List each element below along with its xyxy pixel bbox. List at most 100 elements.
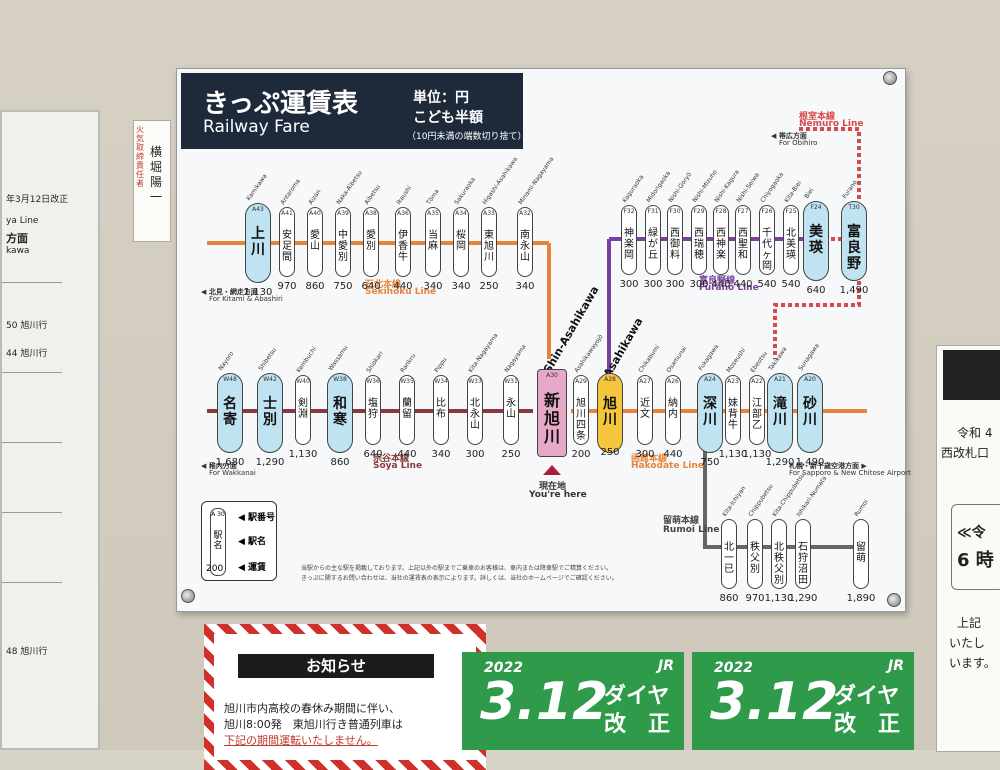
timetable-revision-poster: 2022 3.12 ダイヤ 改 正 JR [462,652,684,750]
station-code: W40 [296,378,310,385]
timetable-board: 年3月12日改正 ya Line 方面 kawa 50 旭川行 44 旭川行 4… [0,110,100,750]
wakkanai-direction-en: For Wakkanai [209,469,256,477]
station-fare: 340 [451,281,471,292]
station-name: 比布 [436,398,446,420]
station-fare: 970 [277,281,297,292]
station-sekihoku_stations: A34 桜岡 [453,207,469,277]
station-code: F27 [737,208,749,215]
station-code: A23 [727,378,739,385]
station-fare: 640 [361,281,381,292]
station-fare: 300 [665,279,685,290]
timetable-row: 48 旭川行 [6,647,48,657]
child-fare-label: こども半額 [413,110,483,126]
rumoi-line [703,451,867,549]
station-name: 砂川 [803,396,817,428]
station-fare: 440 [397,449,417,460]
footnote-1: 当駅からの主な駅を掲載しております。上記以外の駅までご乗車のお客様は、車内または… [301,565,613,572]
furano-label-jp: 富良野線 [699,276,736,286]
station-name: 秩父別 [750,542,760,575]
station-rumoi_stations: 石狩沼田 [795,519,811,589]
you-are-here-en: You're here [529,490,587,500]
station-name: 留萌 [856,542,866,564]
station-fare: 1,680 [215,457,245,468]
station-fare: 440 [393,281,413,292]
station-furano_stations: F28 西神楽 [713,205,729,275]
legend: A 30 駅名 200 ◀ 駅番号 ◀ 駅名 ◀ 運賃 [201,501,277,581]
station-code: A30 [546,372,558,379]
station-fare: 340 [515,281,535,292]
station-name: 永山 [506,398,516,420]
station-fare: 1,290 [765,457,795,468]
nemuro-label-jp: 根室本線 [799,112,836,122]
station-fare: 750 [700,457,720,468]
station-code: F28 [715,208,727,215]
station-name: 緑が丘 [648,228,658,261]
furano-label-en: Furano Line [699,283,759,293]
station-name: 桜岡 [456,230,466,252]
you-are-here-icon [543,465,561,475]
station-name: 名寄 [223,396,237,428]
you-are-here-jp: 現在地 [539,482,567,492]
timetable-line: ya Line [6,216,39,226]
timetable-divider [2,282,62,283]
station-code: F31 [647,208,659,215]
station-name: 新旭川 [543,391,560,446]
station-code: A39 [337,210,349,217]
station-fare: 200 [571,449,591,460]
station-name: 北永山 [470,398,480,431]
legend-value: 200 [206,564,224,574]
notice-line-3: 下記の期間運転いたしません。 [224,734,378,747]
legend-name: 駅名 [213,531,223,551]
station-name: 納内 [668,398,678,420]
rumoi-label-jp: 留萌本線 [663,516,700,526]
station-code: T30 [848,204,860,211]
station-code: A34 [455,210,467,217]
station-name: 蘭留 [402,398,412,420]
rounding-note: （10円未満の端数切り捨て） [407,132,527,142]
legend-station-name: ◀ 駅名 [238,537,267,547]
station-rumoi_stations: 秩父別 [747,519,763,589]
sign-text: いたし [949,636,986,650]
nemuro-label-en: Nemuro Line [799,119,864,129]
station-code: F25 [785,208,797,215]
kitami-direction-en: For Kitami & Abashiri [209,295,283,303]
station-fare: 300 [619,279,639,290]
station-code: W42 [263,376,277,383]
fare-board: きっぷ運賃表 Railway Fare 単位：円 こども半額 （10円未満の端数… [176,68,911,612]
timetable-direction: 方面 [6,232,28,245]
sign-header-block [943,350,1000,400]
station-fare: 860 [305,281,325,292]
station-fare: 300 [643,279,663,290]
kitami-direction: ◀ 北見・網走方面 [201,288,258,296]
station-fare: 340 [423,281,443,292]
station-code: A26 [667,378,679,385]
station-name: 旭川 [603,396,617,428]
station-rumoi_stations: 北一已 [721,519,737,589]
hakodate-label-en: Hakodate Line [631,461,704,471]
station-name: 西神楽 [716,228,726,261]
station-code: F30 [669,208,681,215]
station-fare: 250 [600,447,620,458]
station-name: 愛別 [366,230,376,252]
station-fare: 1,490 [839,285,869,296]
sign-text: 6 時 [957,550,994,571]
station-name: 西聖和 [738,228,748,261]
station-fare: 860 [719,593,739,604]
legend-station-no: ◀ 駅番号 [238,513,276,523]
station-name: 滝川 [773,396,787,428]
station-name: 江部乙 [752,398,762,431]
